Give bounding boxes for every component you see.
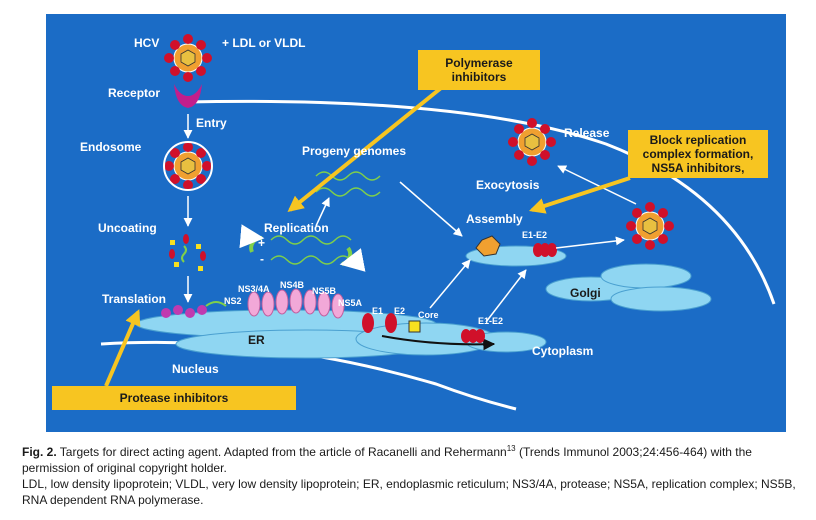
e1e2-complex-high [533, 243, 557, 257]
ns2-label: NS2 [224, 296, 242, 306]
inhibitor-arrows [104, 82, 631, 387]
plus-strand-label: + [258, 236, 266, 250]
e2-label: E2 [394, 306, 406, 316]
hcv-virion-entry [163, 33, 213, 83]
replication-rna-bottom [270, 255, 352, 265]
e1e2-label-low: E1-E2 [478, 316, 504, 326]
caption-reference: 13 [506, 444, 516, 453]
caption-main: Fig. 2. Targets for direct acting agent.… [22, 441, 802, 476]
ldl-label: + LDL or VLDL [222, 36, 306, 50]
er-label: ER [248, 333, 265, 347]
e2-protein [385, 313, 397, 333]
core-label: Core [418, 310, 439, 320]
release-label: Release [564, 126, 610, 140]
er-transport-arrow [381, 335, 496, 351]
ns5a-inhibitors-box: Block replication complex formation, NS5… [628, 130, 768, 178]
ns-proteins [247, 288, 345, 319]
hcv-virion-exocytosis [625, 201, 675, 251]
ns4b-label: NS4B [280, 280, 305, 290]
progeny-rna-1 [315, 171, 381, 181]
protease-inhibitors-box: Protease inhibitors [52, 386, 296, 410]
replication-label: Replication [264, 221, 329, 235]
assembly-label: Assembly [466, 212, 523, 226]
receptor-label: Receptor [108, 86, 161, 100]
endosome-label: Endosome [80, 140, 142, 154]
nucleus-label: Nucleus [172, 362, 219, 376]
replication-loop-right [339, 246, 366, 272]
e1e2-complex-low [461, 329, 485, 343]
e1e2-label-high: E1-E2 [522, 230, 548, 240]
pathway-arrows [183, 114, 637, 323]
entry-label: Entry [196, 116, 227, 130]
ns5b-label: NS5B [312, 286, 337, 296]
exocytosis-label: Exocytosis [476, 178, 540, 192]
minus-strand-label: - [260, 252, 264, 266]
ns34a-label: NS3/4A [238, 284, 270, 294]
cytoplasm-label: Cytoplasm [532, 344, 594, 358]
hcv-lifecycle-diagram: HCV + LDL or VLDL Receptor Entry Endosom… [46, 14, 786, 432]
hcv-virion-release [507, 117, 557, 167]
caption-abbreviations: LDL, low density lipoprotein; VLDL, very… [22, 477, 796, 507]
hcv-label: HCV [134, 36, 160, 50]
figure-caption: Fig. 2. Targets for direct acting agent.… [22, 441, 802, 508]
e1-label: E1 [372, 306, 384, 316]
uncoating-fragments [169, 234, 206, 271]
cell-membrane [185, 99, 776, 305]
receptor-shape [174, 84, 202, 108]
translation-label: Translation [102, 292, 167, 306]
progeny-rna-2 [315, 187, 381, 197]
golgi-shape [545, 263, 712, 312]
e1-protein [362, 313, 374, 333]
ribosomes [161, 301, 227, 318]
progeny-label: Progeny genomes [302, 144, 407, 158]
caption-text-before: Targets for direct acting agent. Adapted… [56, 445, 507, 459]
replication-rna-top [270, 235, 352, 245]
golgi-label: Golgi [570, 286, 601, 300]
uncoating-label: Uncoating [98, 221, 157, 235]
replication-loop-left [239, 224, 265, 253]
assembly-core [475, 235, 501, 257]
caption-text-after: (Trends Immunol 2003;24:456-464) with th… [22, 445, 752, 475]
polymerase-inhibitors-box: Polymerase inhibitors [418, 50, 540, 90]
caption-fig-number: Fig. 2. [22, 445, 57, 459]
diagram-graphics [100, 33, 776, 411]
ns5a-label: NS5A [338, 298, 363, 308]
core-protein [408, 320, 421, 333]
